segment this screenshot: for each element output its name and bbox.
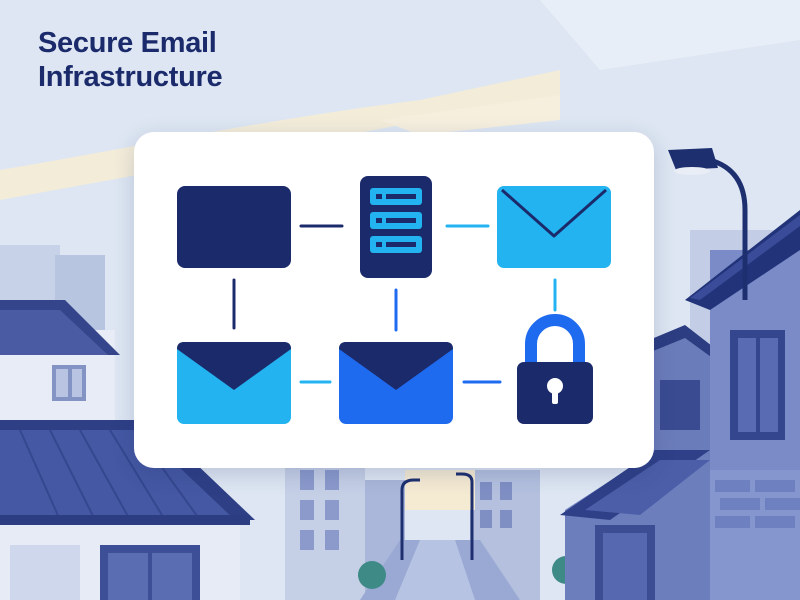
diagram-canvas	[177, 176, 611, 424]
server-icon	[360, 176, 432, 278]
title-line-1: Secure Email	[38, 27, 217, 59]
page-title: Secure Email Infrastructure	[38, 26, 223, 94]
envelope-icon	[339, 342, 453, 424]
title-line-2: Infrastructure	[38, 61, 223, 93]
monitor-icon	[177, 186, 291, 268]
envelope-icon	[497, 186, 611, 268]
email-infrastructure-diagram-card	[134, 132, 654, 468]
tree	[358, 561, 386, 589]
padlock-icon	[517, 314, 593, 424]
left-foreground-building	[0, 420, 255, 600]
street-lamp	[400, 472, 474, 560]
right-tall-building	[685, 210, 800, 600]
envelope-icon	[177, 342, 291, 424]
street-lamp	[668, 148, 748, 300]
